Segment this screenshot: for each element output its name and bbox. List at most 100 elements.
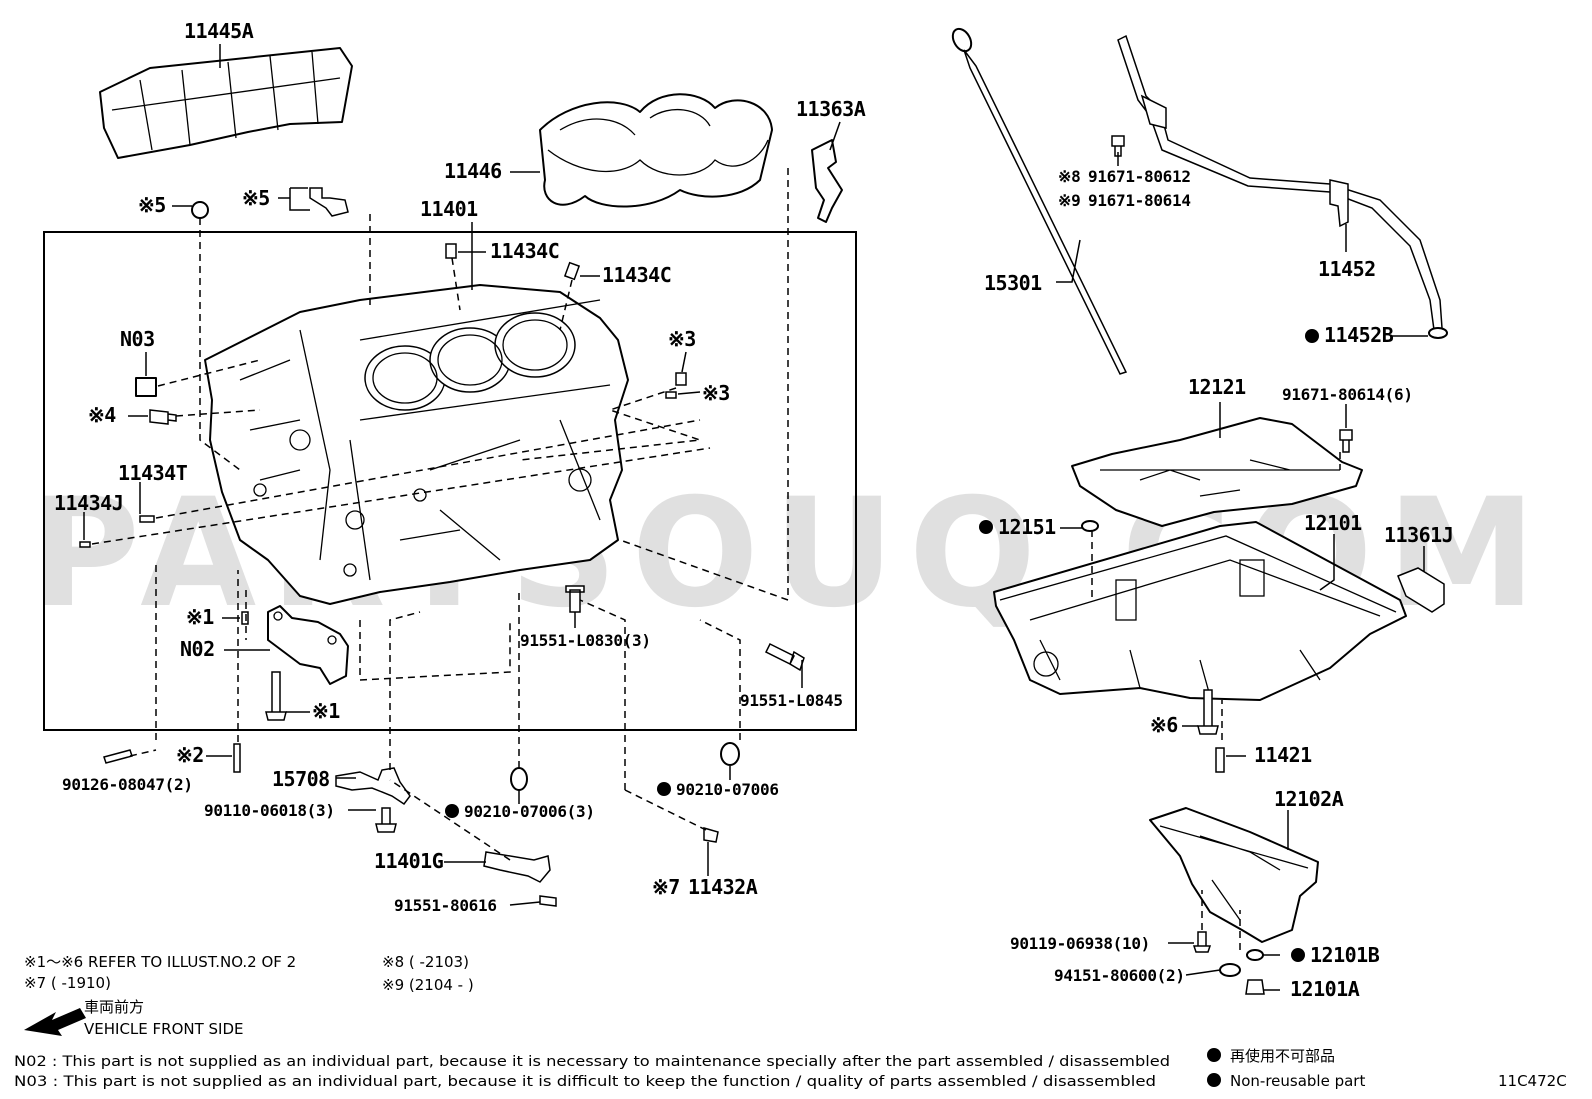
label-15708[interactable]: 15708	[272, 767, 330, 791]
note-N03-definition: N03 : This part is not supplied as an in…	[14, 1074, 1156, 1090]
part-90210-gasket-a[interactable]	[510, 767, 528, 791]
part-11401-cylinder-block[interactable]	[204, 284, 629, 605]
label-12101[interactable]: 12101	[1304, 511, 1363, 535]
label-91671-80612[interactable]: 91671-80612	[1088, 167, 1191, 186]
part-15708-bracket[interactable]	[335, 767, 411, 806]
label-94151-80600[interactable]: 94151-80600(2)	[1054, 966, 1185, 985]
label-11434C-a[interactable]: 11434C	[490, 239, 560, 263]
label-N02[interactable]: N02	[180, 637, 215, 661]
label-90210-07006-3[interactable]: 90210-07006(3)	[464, 802, 595, 821]
label-12151[interactable]: 12151	[998, 515, 1057, 539]
legend-dot-icon-jp	[1207, 1048, 1221, 1062]
part-11363A-bracket[interactable]	[811, 139, 843, 223]
front-label-en: VEHICLE FRONT SIDE	[84, 1020, 244, 1038]
label-11446[interactable]: 11446	[444, 159, 502, 183]
part-11421-stud[interactable]	[1215, 747, 1225, 773]
illustration-code: 11C472C	[1498, 1072, 1567, 1090]
part-91551-80616-bolt[interactable]	[539, 895, 557, 907]
part-91551-L0830-bolt[interactable]	[565, 585, 585, 613]
part-11432A-plug[interactable]	[703, 827, 719, 843]
part-91671-bolt-6[interactable]	[1339, 429, 1353, 453]
part-11445A-insulator[interactable]	[99, 47, 353, 159]
part-15301-dipstick[interactable]	[949, 26, 1128, 375]
label-12121[interactable]: 12121	[1188, 375, 1247, 399]
part-pin-m1a[interactable]	[241, 611, 249, 625]
part-90210-gasket-b[interactable]	[720, 742, 740, 766]
part-plug-m4[interactable]	[149, 409, 177, 425]
part-stud-m2[interactable]	[233, 743, 241, 773]
part-11434J-pin[interactable]	[79, 541, 91, 548]
part-11434C-pin-a[interactable]	[445, 243, 457, 259]
cylinder-block-group-frame	[43, 231, 857, 731]
part-labels: 11445A 11446 11363A 11401 11434C 11434C …	[54, 19, 1454, 1001]
part-90119-bolt[interactable]	[1192, 931, 1212, 953]
part-11401G-union[interactable]	[483, 851, 551, 883]
part-11452B-oring[interactable]	[1428, 327, 1448, 339]
part-11434C-pin-b[interactable]	[563, 261, 581, 281]
part-12102A-oil-pan-no2[interactable]	[1149, 807, 1319, 943]
part-12151-oring[interactable]	[1081, 520, 1099, 532]
label-15301[interactable]: 15301	[984, 271, 1043, 295]
label-90126-08047[interactable]: 90126-08047(2)	[62, 775, 193, 794]
note-N02-definition: N02 : This part is not supplied as an in…	[14, 1054, 1170, 1070]
label-11434C-b[interactable]: 11434C	[602, 263, 672, 287]
label-m4: ※4	[88, 403, 116, 427]
label-91551-80616[interactable]: 91551-80616	[394, 896, 497, 915]
label-11434T[interactable]: 11434T	[118, 461, 188, 485]
label-11361J[interactable]: 11361J	[1384, 523, 1454, 547]
label-11401G[interactable]: 11401G	[374, 849, 444, 873]
label-91551-L0845[interactable]: 91551-L0845	[740, 691, 843, 710]
label-m5b: ※5	[242, 186, 270, 210]
part-11446-insulator[interactable]	[539, 93, 773, 208]
label-90210-07006[interactable]: 90210-07006	[676, 780, 779, 799]
part-12101B-gasket[interactable]	[1246, 949, 1264, 961]
part-12101A-plug[interactable]	[1245, 979, 1265, 995]
note-9: ※9 (2104 - )	[382, 976, 474, 994]
part-94151-washer[interactable]	[1219, 963, 1241, 977]
label-11432A[interactable]: 11432A	[688, 875, 758, 899]
label-91551-L0830[interactable]: 91551-L0830(3)	[520, 631, 651, 650]
non-reusable-marker-90210-b	[657, 782, 671, 796]
non-reusable-marker-90210-a	[445, 804, 459, 818]
part-12121-baffle-plate[interactable]	[1071, 417, 1363, 527]
label-11434J[interactable]: 11434J	[54, 491, 124, 515]
part-union-m5b[interactable]	[309, 187, 349, 217]
part-bolt-m1b[interactable]	[265, 671, 287, 721]
label-N03[interactable]: N03	[120, 327, 155, 351]
non-reusable-marker-12101B	[1291, 948, 1305, 962]
label-11445A[interactable]: 11445A	[184, 19, 254, 43]
note-7: ※7 ( -1910)	[24, 974, 111, 992]
label-12101B[interactable]: 12101B	[1310, 943, 1380, 967]
part-11361J-plate[interactable]	[1397, 567, 1445, 613]
front-label-jp: 車両前方	[84, 998, 144, 1016]
part-N03-cap[interactable]	[135, 377, 157, 397]
part-N02-bearing-cap[interactable]	[267, 605, 349, 685]
part-90110-bolt[interactable]	[375, 807, 397, 833]
part-pin-m3b[interactable]	[665, 391, 677, 399]
label-11452B[interactable]: 11452B	[1324, 323, 1394, 347]
label-91671-80614-6[interactable]: 91671-80614(6)	[1282, 385, 1413, 404]
part-91551-L0845-bolt[interactable]	[764, 642, 805, 672]
part-12101-oil-pan[interactable]	[993, 521, 1407, 701]
label-90110-06018[interactable]: 90110-06018(3)	[204, 801, 335, 820]
part-plug-m5a[interactable]	[191, 201, 209, 219]
label-91671-80614[interactable]: 91671-80614	[1088, 191, 1191, 210]
part-91671-bolt[interactable]	[1111, 135, 1125, 157]
non-reusable-marker-11452B	[1305, 329, 1319, 343]
leader-lines	[83, 44, 1428, 991]
label-11421[interactable]: 11421	[1254, 743, 1313, 767]
front-direction-arrow-icon	[24, 1008, 86, 1036]
part-bolt-m6[interactable]	[1197, 689, 1219, 735]
label-11452[interactable]: 11452	[1318, 257, 1376, 281]
label-11401[interactable]: 11401	[420, 197, 479, 221]
label-11363A[interactable]: 11363A	[796, 97, 866, 121]
label-12101A[interactable]: 12101A	[1290, 977, 1360, 1001]
label-12102A[interactable]: 12102A	[1274, 787, 1344, 811]
part-11434T-pin[interactable]	[139, 515, 155, 523]
part-90126-stud[interactable]	[103, 749, 133, 764]
label-m9: ※9	[1058, 191, 1080, 210]
part-pin-m3a[interactable]	[675, 372, 687, 386]
legend-en: Non-reusable part	[1230, 1072, 1365, 1090]
label-90119-06938[interactable]: 90119-06938(10)	[1010, 934, 1150, 953]
